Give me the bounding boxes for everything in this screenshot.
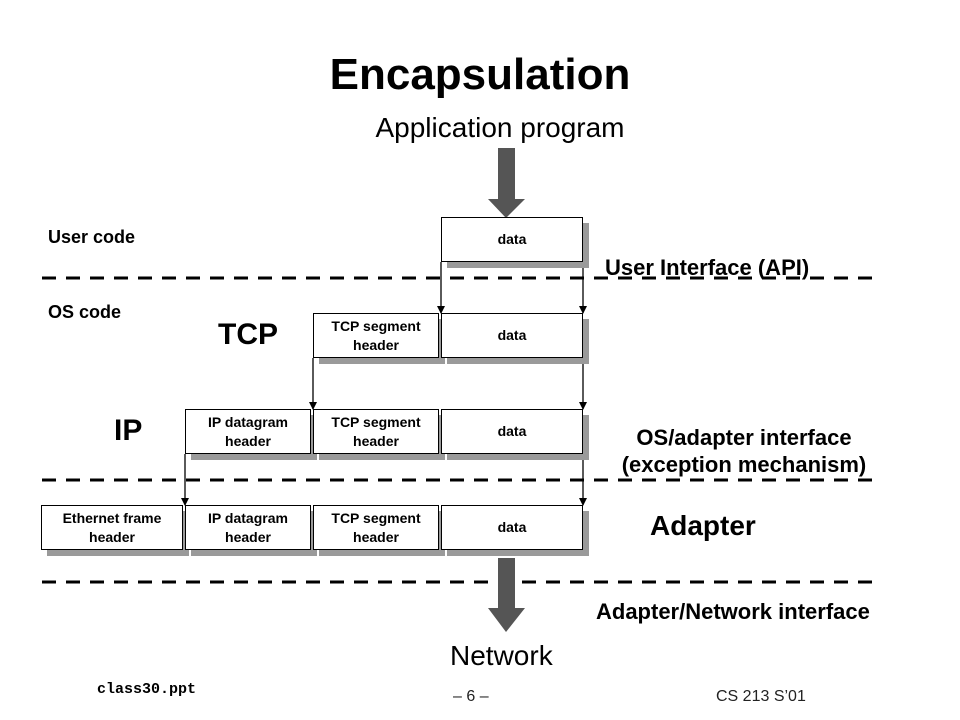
user-interface-api-label: User Interface (API) bbox=[605, 255, 810, 280]
network-down-arrow bbox=[488, 558, 525, 632]
tcp-data-label: data bbox=[441, 313, 583, 358]
ip-data-box: data bbox=[441, 409, 589, 460]
ip-datagram-header-label: IP datagram header bbox=[185, 409, 311, 454]
eth-tcp-segment-header-box: TCP segment header bbox=[313, 505, 445, 556]
application-program-label: Application program bbox=[375, 112, 625, 143]
tcp-segment-header-label: TCP segment header bbox=[313, 313, 439, 358]
os-adapter-interface-line2: (exception mechanism) bbox=[621, 452, 867, 477]
ip-tcp-segment-header-box: TCP segment header bbox=[313, 409, 445, 460]
footer-course: CS 213 S’01 bbox=[716, 688, 806, 705]
ip-layer-label: IP bbox=[114, 414, 143, 447]
os-adapter-interface-label: OS/adapter interface (exception mechanis… bbox=[584, 424, 904, 478]
ip-tcp-segment-header-label: TCP segment header bbox=[313, 409, 439, 454]
slide-title: Encapsulation bbox=[329, 50, 631, 99]
footer-filename: class30.ppt bbox=[97, 681, 197, 698]
eth-data-label: data bbox=[441, 505, 583, 550]
tcp-segment-header-box: TCP segment header bbox=[313, 313, 445, 364]
adapter-layer-label: Adapter bbox=[650, 510, 756, 541]
eth-data-box: data bbox=[441, 505, 589, 556]
ip-data-label: data bbox=[441, 409, 583, 454]
user-data-box: data bbox=[441, 217, 589, 268]
tcp-data-box: data bbox=[441, 313, 589, 364]
network-label: Network bbox=[450, 640, 553, 671]
footer-page-number: – 6 – bbox=[453, 688, 489, 705]
user-code-label: User code bbox=[48, 227, 136, 247]
tcp-layer-label: TCP bbox=[218, 318, 278, 351]
eth-ip-datagram-header-box: IP datagram header bbox=[185, 505, 317, 556]
ethernet-frame-header-label: Ethernet frame header bbox=[41, 505, 183, 550]
adapter-network-interface-label: Adapter/Network interface bbox=[596, 599, 870, 624]
ip-datagram-header-box: IP datagram header bbox=[185, 409, 317, 460]
eth-ip-datagram-header-label: IP datagram header bbox=[185, 505, 311, 550]
os-adapter-interface-line1: OS/adapter interface bbox=[636, 425, 852, 450]
application-down-arrow bbox=[488, 148, 525, 218]
os-code-label: OS code bbox=[48, 302, 122, 322]
user-data-label: data bbox=[441, 217, 583, 262]
eth-tcp-segment-header-label: TCP segment header bbox=[313, 505, 439, 550]
ethernet-frame-header-box: Ethernet frame header bbox=[41, 505, 189, 556]
